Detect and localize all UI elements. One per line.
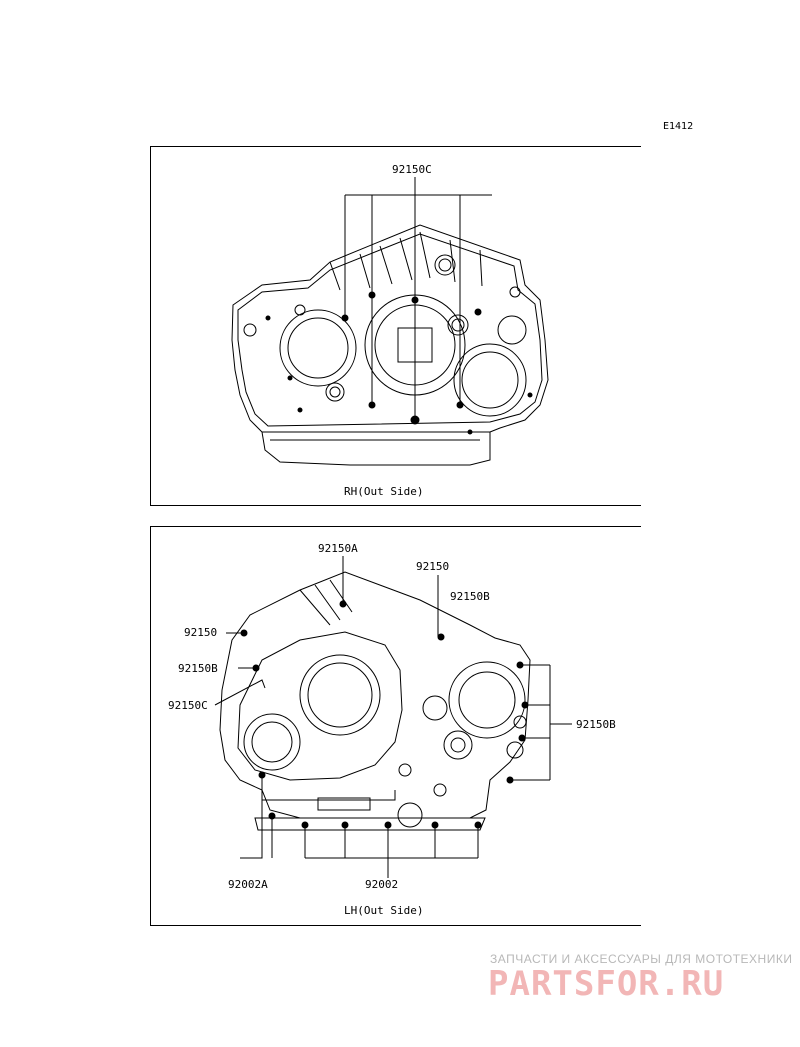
lh-crankcase-outline: [219, 571, 531, 831]
watermark-tagline: ЗАПЧАСТИ И АКСЕССУАРЫ ДЛЯ МОТОТЕХНИКИ: [490, 952, 793, 966]
lh-label-92150b-left: 92150B: [178, 662, 218, 675]
rh-bolt-holes: [265, 291, 533, 435]
lh-label-92150c-left: 92150C: [168, 699, 208, 712]
lh-leader-lines: [214, 556, 572, 878]
lh-label-92150b-right: 92150B: [576, 718, 616, 731]
lh-label-92150a: 92150A: [318, 542, 358, 555]
rh-crankcase-bores: [243, 254, 527, 417]
lh-label-92150-top: 92150: [416, 560, 449, 573]
panel-lh: [150, 526, 641, 926]
lh-label-92150b-top: 92150B: [450, 590, 490, 603]
lh-caption: LH(Out Side): [344, 904, 423, 917]
lh-label-92002: 92002: [365, 878, 398, 891]
rh-leader-lines: [344, 177, 492, 420]
lh-bolt-holes: [240, 600, 529, 829]
rh-crankcase-outline: [231, 224, 549, 466]
lh-label-92002a: 92002A: [228, 878, 268, 891]
panel-rh: [150, 146, 641, 506]
rh-caption: RH(Out Side): [344, 485, 423, 498]
watermark-logo: PARTSFOR.RU: [488, 964, 725, 1004]
lh-label-92150-left: 92150: [184, 626, 217, 639]
rh-label-92150c: 92150C: [392, 163, 432, 176]
diagram-code: E1412: [663, 121, 694, 132]
lh-crankcase-bores: [243, 654, 527, 828]
